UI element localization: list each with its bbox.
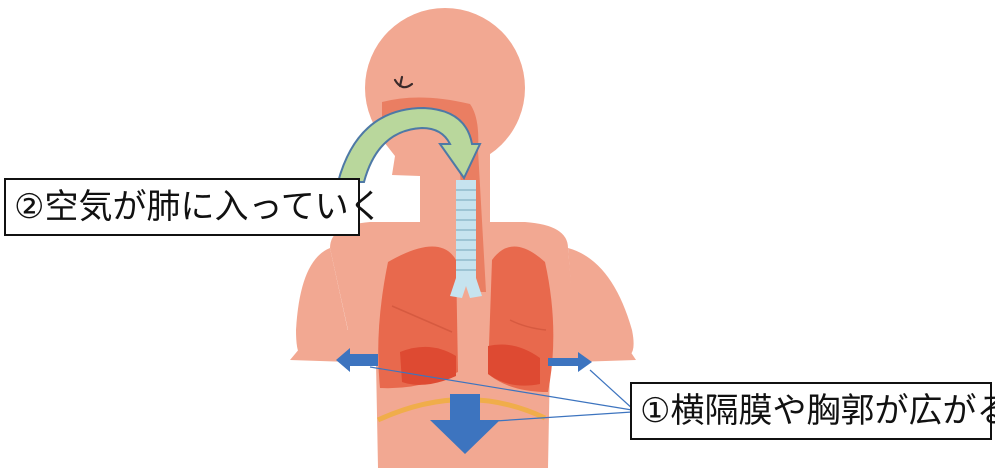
- diaphragm-expand-label: ①横隔膜や胸郭が広がる: [630, 382, 992, 440]
- air-into-lungs-label: ②空気が肺に入っていく: [4, 178, 360, 236]
